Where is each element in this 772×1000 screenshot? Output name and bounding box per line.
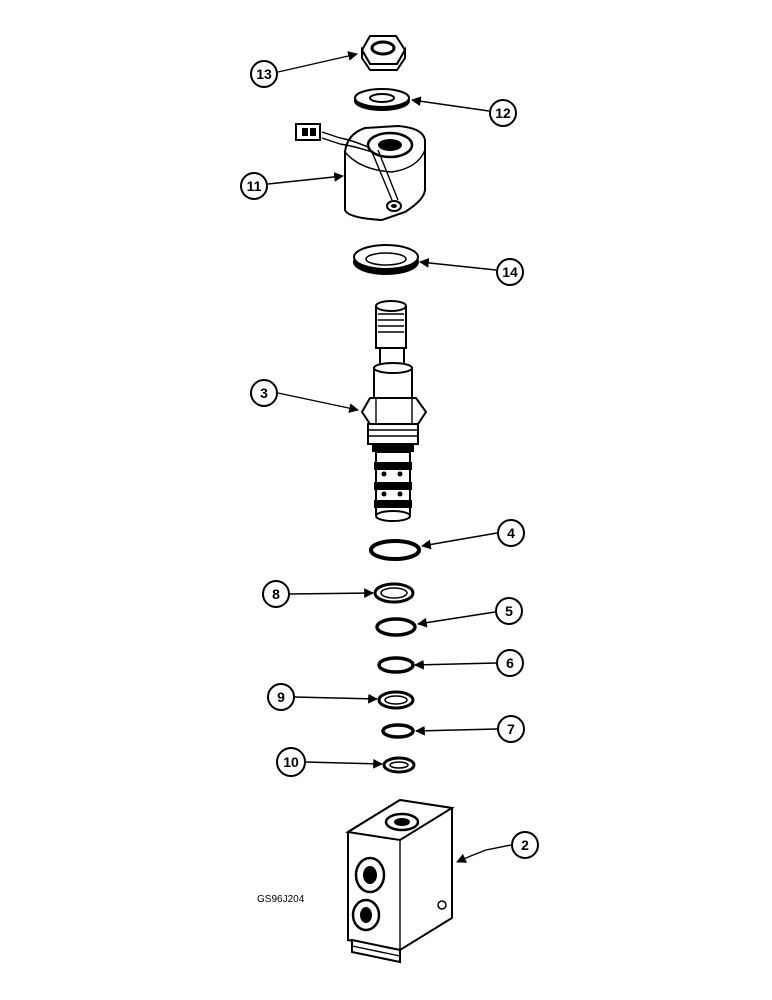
callout-2: 2 — [511, 831, 539, 859]
callout-6-label: 6 — [506, 655, 514, 671]
part-valve-body — [345, 798, 455, 964]
callout-9-label: 9 — [277, 689, 285, 705]
figure-code: GS96J204 — [257, 894, 305, 905]
leader-lines — [267, 51, 512, 863]
callout-9: 9 — [267, 683, 295, 711]
part-solenoid-coil — [295, 123, 426, 222]
callout-4: 4 — [497, 519, 525, 547]
callout-10: 10 — [276, 747, 306, 777]
callout-7: 7 — [497, 715, 525, 743]
part-o-ring-4 — [369, 539, 421, 561]
callout-8: 8 — [262, 580, 290, 608]
callout-13: 13 — [250, 60, 278, 88]
callout-13-label: 13 — [256, 66, 272, 82]
callout-2-label: 2 — [521, 837, 529, 853]
callout-5: 5 — [495, 597, 523, 625]
callout-4-label: 4 — [507, 525, 515, 541]
part-backup-ring-8 — [373, 582, 415, 604]
part-washer — [354, 88, 410, 111]
part-large-washer — [353, 244, 419, 275]
callout-11-label: 11 — [247, 178, 262, 194]
callout-12-label: 12 — [495, 105, 511, 121]
part-cartridge-valve — [360, 300, 428, 522]
callout-11: 11 — [240, 172, 268, 200]
callout-10-label: 10 — [283, 754, 299, 770]
callout-5-label: 5 — [505, 603, 513, 619]
callout-12: 12 — [489, 99, 517, 127]
part-hex-nut — [360, 35, 407, 71]
callout-6: 6 — [496, 649, 524, 677]
part-o-ring-7 — [381, 723, 415, 739]
callout-3-label: 3 — [260, 385, 268, 401]
part-o-ring-5 — [375, 617, 417, 637]
callout-8-label: 8 — [272, 586, 280, 602]
part-backup-ring-10 — [382, 756, 416, 774]
callout-3: 3 — [250, 379, 278, 407]
callout-14-label: 14 — [502, 264, 518, 280]
part-backup-ring-9 — [377, 690, 415, 710]
callout-14: 14 — [496, 258, 524, 286]
callout-7-label: 7 — [507, 721, 515, 737]
part-o-ring-6 — [377, 656, 415, 674]
